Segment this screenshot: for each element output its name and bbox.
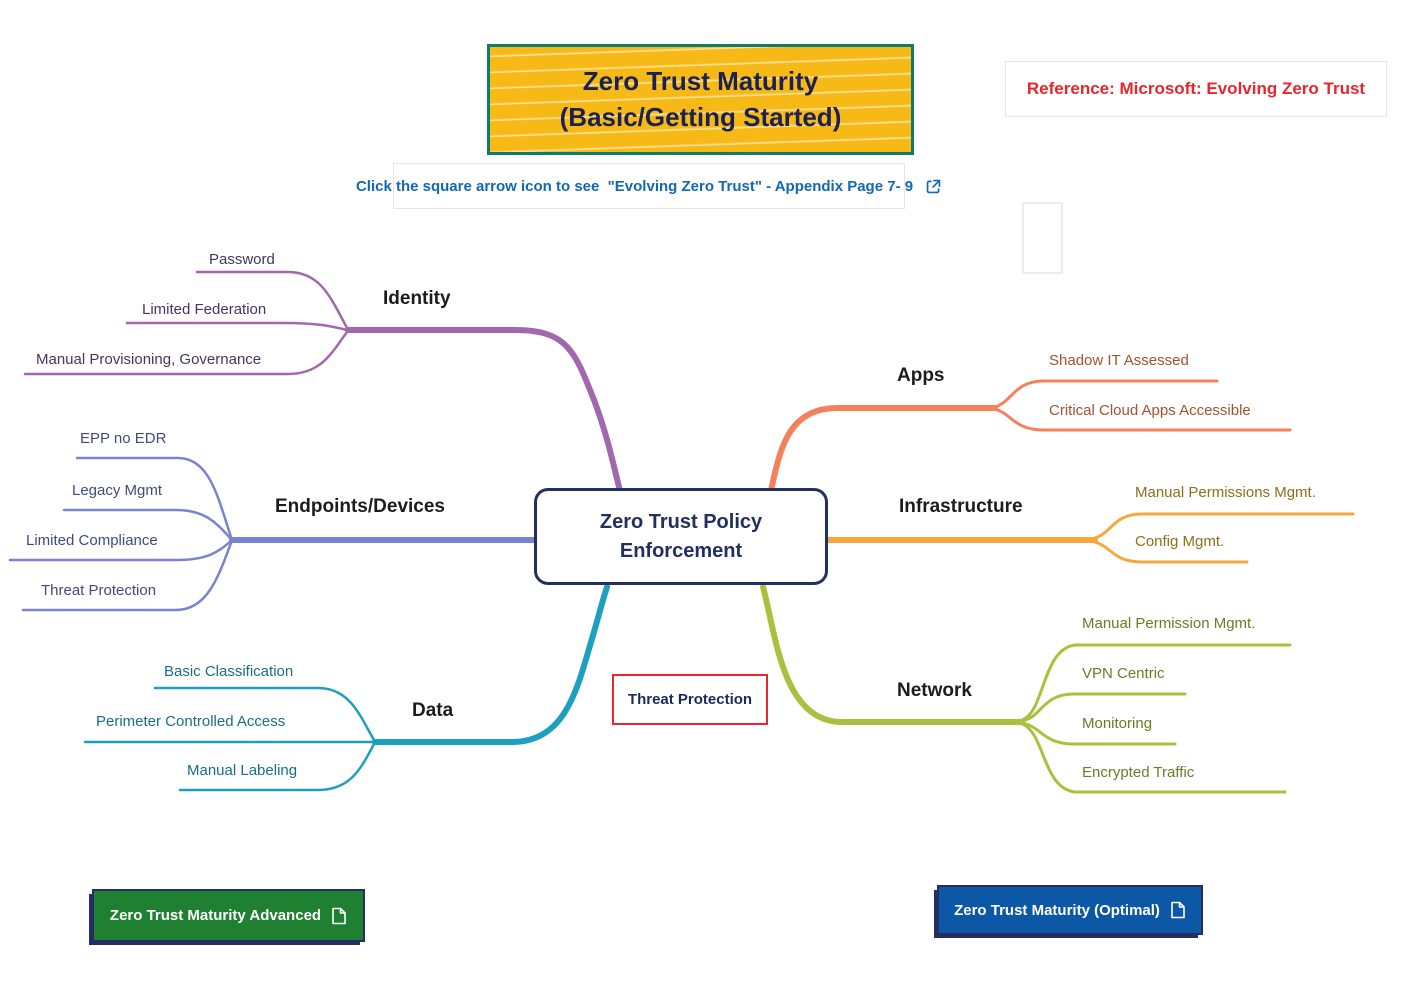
leaf-threat-protection-endpoint: Threat Protection — [41, 582, 157, 599]
leaf-monitoring: Monitoring — [1082, 715, 1153, 732]
leaf-critical-cloud-apps: Critical Cloud Apps Accessible — [1049, 402, 1251, 419]
leaf-basic-classification: Basic Classification — [164, 663, 294, 680]
central-node-line2: Enforcement — [619, 539, 743, 562]
leaf-manual-permission-mgmt: Manual Permission Mgmt. — [1082, 615, 1256, 632]
branch-label-endpoints: Endpoints/Devices — [275, 496, 445, 517]
leaf-shadow-it-assessed: Shadow IT Assessed — [1049, 352, 1189, 369]
leaf-vpn-centric: VPN Centric — [1082, 665, 1165, 682]
branch-label-data: Data — [412, 700, 454, 721]
zero-trust-advanced-button[interactable]: Zero Trust Maturity Advanced — [92, 889, 365, 942]
instruction-box: Click the square arrow icon to see "Evol… — [356, 163, 941, 209]
page-icon — [1171, 901, 1185, 919]
reference-box: Reference: Microsoft: Evolving Zero Trus… — [1005, 61, 1387, 117]
branch-label-network: Network — [897, 680, 972, 701]
central-node: Zero Trust Policy Enforcement — [534, 488, 828, 585]
leaf-config-mgmt: Config Mgmt. — [1135, 533, 1225, 550]
leaf-manual-provisioning-governance: Manual Provisioning, Governance — [36, 351, 262, 368]
zero-trust-optimal-label: Zero Trust Maturity (Optimal) — [954, 901, 1160, 919]
central-node-line1: Zero Trust Policy — [599, 510, 763, 533]
empty-placeholder-box — [1022, 202, 1063, 274]
page-icon — [332, 907, 346, 924]
external-link-icon[interactable] — [925, 178, 942, 195]
banner-title-line1: Zero Trust Maturity — [582, 66, 819, 97]
leaf-limited-compliance: Limited Compliance — [26, 532, 158, 549]
leaf-encrypted-traffic: Encrypted Traffic — [1082, 764, 1195, 781]
leaf-epp-no-edr: EPP no EDR — [80, 430, 167, 447]
zero-trust-optimal-button[interactable]: Zero Trust Maturity (Optimal) — [937, 885, 1203, 935]
zero-trust-advanced-label: Zero Trust Maturity Advanced — [109, 907, 322, 924]
leaf-manual-permissions-mgmt: Manual Permissions Mgmt. — [1135, 484, 1316, 501]
leaf-perimeter-controlled-access: Perimeter Controlled Access — [96, 713, 286, 730]
leaf-legacy-mgmt: Legacy Mgmt — [72, 482, 163, 499]
branch-label-infrastructure: Infrastructure — [899, 496, 1023, 517]
branch-label-identity: Identity — [383, 288, 451, 309]
reference-text: Reference: Microsoft: Evolving Zero Trus… — [1026, 79, 1366, 98]
banner-title-line2: (Basic/Getting Started) — [559, 101, 842, 132]
leaf-password: Password — [209, 251, 275, 268]
title-banner: Zero Trust Maturity (Basic/Getting Start… — [487, 44, 914, 155]
branch-label-apps: Apps — [897, 365, 945, 386]
leaf-limited-federation: Limited Federation — [142, 301, 267, 318]
leaf-manual-labeling: Manual Labeling — [187, 762, 298, 779]
threat-protection-label: Threat Protection — [627, 691, 753, 708]
instruction-text: Click the square arrow icon to see "Evol… — [355, 177, 914, 195]
threat-protection-box: Threat Protection — [612, 674, 768, 725]
